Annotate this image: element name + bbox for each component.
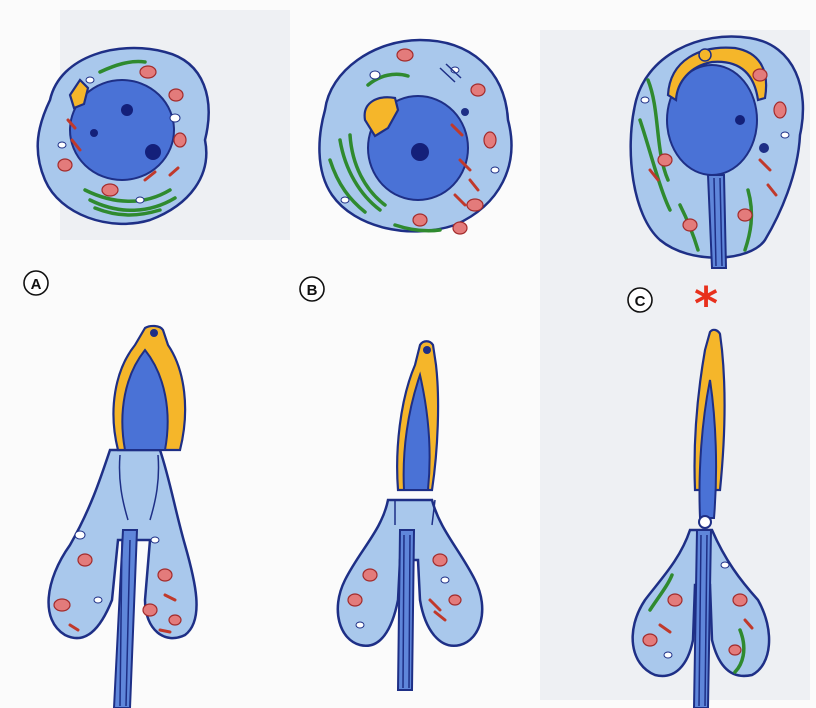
cell-b-bottom: [336, 340, 484, 691]
label-c-text: C: [635, 293, 646, 310]
cell-c-bottom: [631, 328, 771, 708]
cell-b-top: [318, 38, 513, 235]
label-b-text: B: [307, 282, 318, 299]
flagellum-c-bottom: [692, 529, 713, 708]
flagellum-c: [706, 174, 728, 269]
cell-c-top: [629, 35, 805, 269]
label-a: A: [23, 270, 49, 296]
label-b: B: [299, 276, 325, 302]
acrosome-granule-b: [363, 96, 400, 138]
cell-a-bottom: [47, 324, 198, 708]
label-c: C: [627, 287, 653, 313]
highlight-asterisk: *: [694, 277, 718, 331]
label-a-text: A: [31, 276, 42, 293]
cell-a-top: [36, 46, 210, 225]
flagellum-a: [112, 529, 139, 708]
flagellum-b: [396, 529, 416, 691]
acrosome-granule-a: [68, 78, 90, 110]
acrosome-cap-c: [666, 46, 768, 102]
